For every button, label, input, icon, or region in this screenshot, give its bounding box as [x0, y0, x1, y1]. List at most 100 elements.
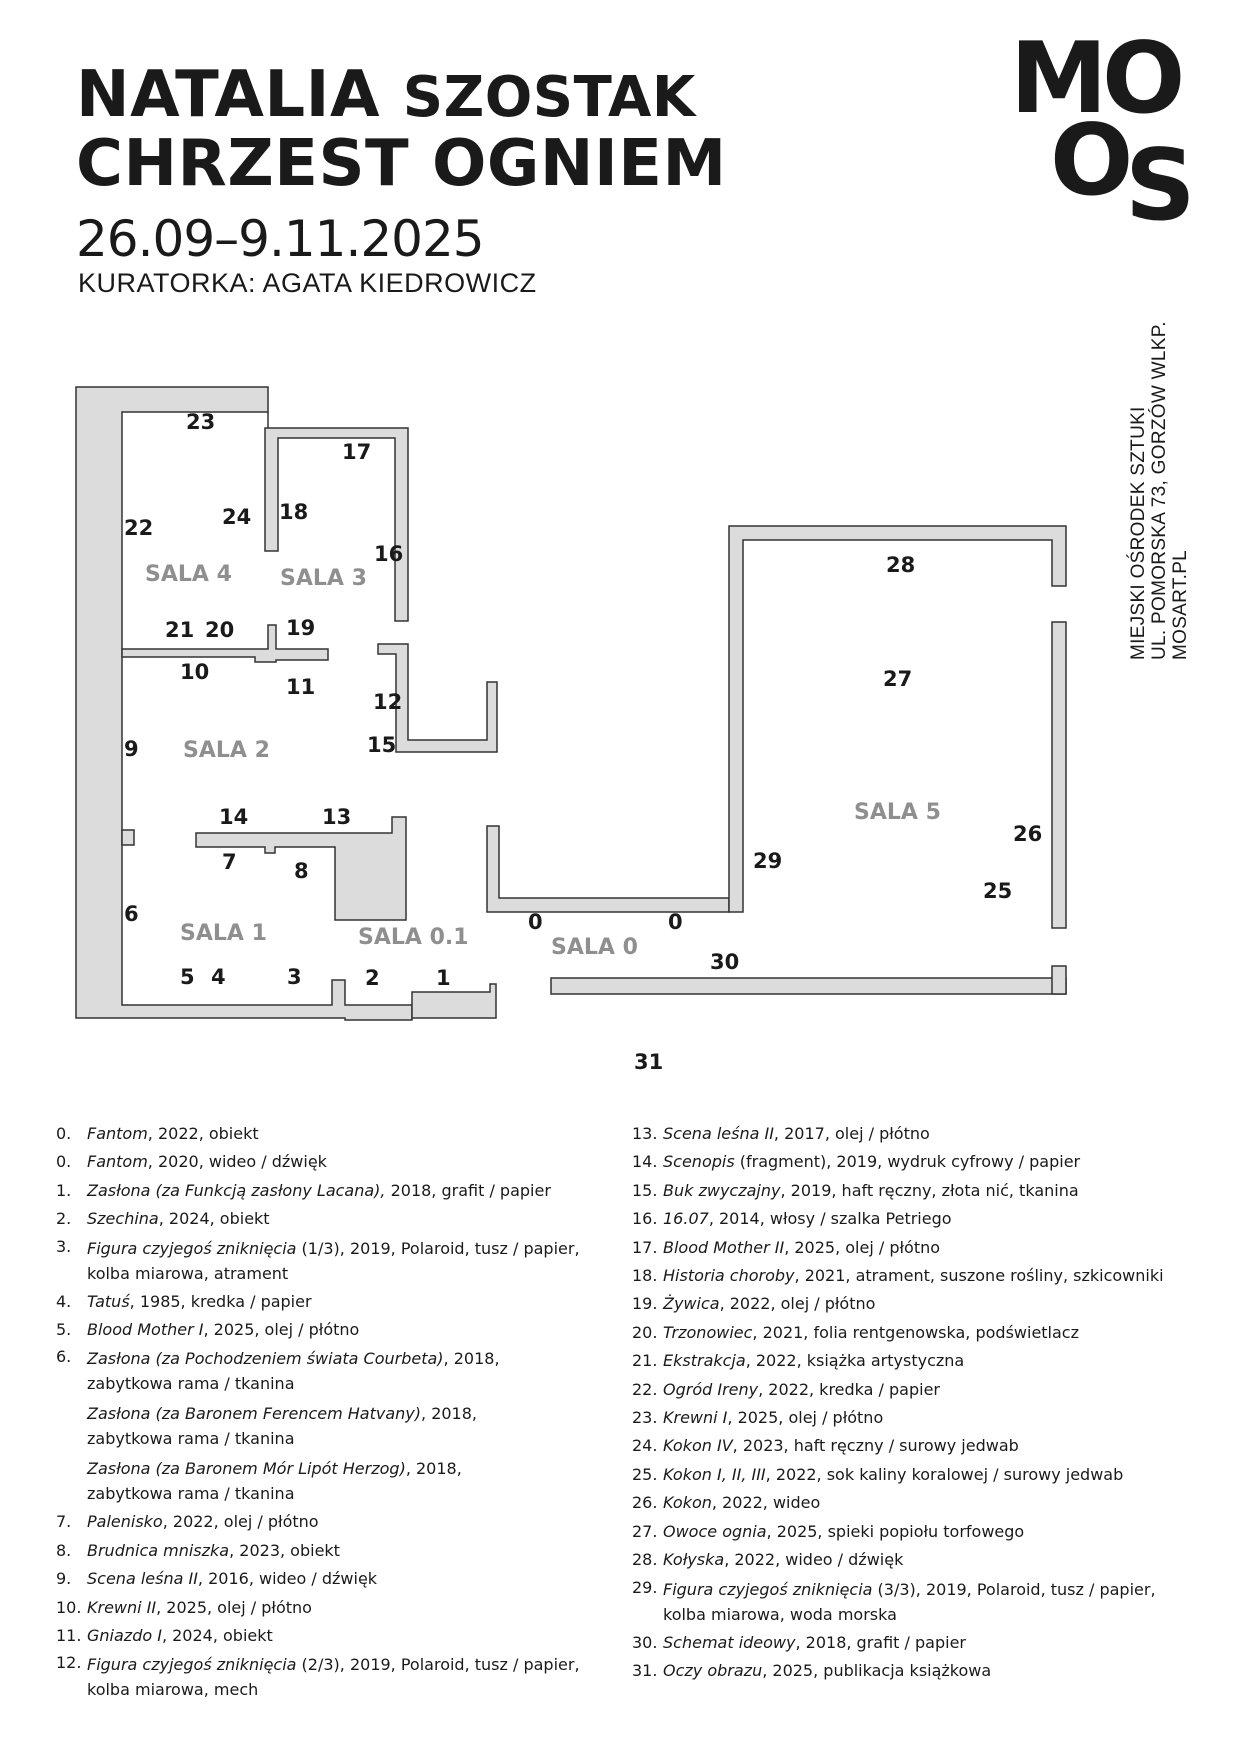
- wall-west: [75, 386, 413, 1021]
- list-item: Zasłona (za Baronem Ferencem Hatvany), 2…: [87, 1404, 477, 1449]
- floor-plan: SALA 4 SALA 3 SALA 2 SALA 1 SALA 0.1 SAL…: [75, 386, 1067, 1074]
- list-item: 29.Figura czyjegoś zniknięcia (3/3), 201…: [632, 1577, 1156, 1624]
- list-item: 8.Brudnica mniszka, 2023, obiekt: [56, 1540, 340, 1560]
- logo-letter-o2: O: [1050, 104, 1134, 218]
- list-item: 31.Oczy obrazu, 2025, publikacja książko…: [632, 1660, 992, 1680]
- artist-name: NATALIA SZOSTAK: [76, 62, 727, 131]
- list-item: 25.Kokon I, II, III, 2022, sok kaliny ko…: [632, 1464, 1124, 1484]
- plan-marker: 29: [753, 849, 783, 873]
- plan-marker: 2: [365, 966, 380, 990]
- plan-marker: 1: [436, 966, 451, 990]
- wall-sala5-east: [1051, 621, 1067, 929]
- list-item: 11.Gniazdo I, 2024, obiekt: [56, 1626, 273, 1646]
- room-label-sala5: SALA 5: [854, 800, 941, 825]
- wall-sala5-se: [1051, 965, 1067, 995]
- plan-marker: 13: [322, 805, 352, 829]
- room-label-sala2: SALA 2: [183, 738, 270, 763]
- plan-marker: 17: [342, 440, 372, 464]
- wall-sala5: [728, 525, 1067, 913]
- plan-marker: 19: [286, 616, 316, 640]
- wall-north-sala3: [264, 412, 409, 622]
- works-list-right: 13.Scena leśna II, 2017, olej / płótno 1…: [632, 1120, 1192, 1685]
- plan-marker: 3: [287, 965, 302, 989]
- plan-marker: 9: [124, 737, 139, 761]
- list-item: 7.Palenisko, 2022, olej / płótno: [56, 1512, 319, 1532]
- wall-bottom-01: [411, 983, 497, 1019]
- list-item: 5.Blood Mother I, 2025, olej / płótno: [56, 1320, 360, 1340]
- room-label-sala01: SALA 0.1: [358, 925, 469, 950]
- list-item: 3.Figura czyjegoś zniknięcia (1/3), 2019…: [56, 1236, 580, 1283]
- plan-marker: 6: [124, 902, 139, 926]
- exhibition-dates: 26.09–9.11.2025: [76, 210, 485, 268]
- plan-marker: 5: [180, 965, 195, 989]
- room-label-sala0: SALA 0: [551, 935, 638, 960]
- wall-corridor: [377, 643, 498, 753]
- plan-marker: 24: [222, 505, 252, 529]
- plan-marker: 10: [180, 660, 210, 684]
- plan-marker: 0: [528, 910, 543, 934]
- plan-marker: 23: [186, 410, 216, 434]
- list-item: 10.Krewni II, 2025, olej / płótno: [56, 1597, 312, 1617]
- list-item: 30.Schemat ideowy, 2018, grafit / papier: [632, 1632, 966, 1652]
- list-item: 0.Fantom, 2022, obiekt: [56, 1124, 259, 1143]
- plan-marker: 28: [886, 553, 916, 577]
- plan-marker: 4: [211, 965, 226, 989]
- list-item: 17.Blood Mother II, 2025, olej / płótno: [632, 1237, 941, 1257]
- plan-marker: 25: [983, 879, 1013, 903]
- list-item: 20.Trzonowiec, 2021, folia rentgenowska,…: [632, 1322, 1079, 1342]
- artist-last-name: SZOSTAK: [402, 65, 696, 130]
- plan-marker: 22: [124, 516, 154, 540]
- list-item: 15.Buk zwyczajny, 2019, haft ręczny, zło…: [632, 1180, 1079, 1200]
- plan-marker: 20: [205, 618, 235, 642]
- works-list-left: 0.Fantom, 2022, obiekt 0.Fantom, 2020, w…: [56, 1120, 616, 1704]
- logo-letter-o1: O: [1102, 22, 1186, 136]
- plan-marker: 11: [286, 675, 316, 699]
- list-item: 23.Krewni I, 2025, olej / płótno: [632, 1408, 884, 1428]
- list-item: 4.Tatuś, 1985, kredka / papier: [56, 1291, 312, 1311]
- list-item: 13.Scena leśna II, 2017, olej / płótno: [632, 1124, 930, 1143]
- plan-marker: 30: [710, 950, 740, 974]
- list-item: Zasłona (za Baronem Mór Lipót Herzog), 2…: [87, 1459, 462, 1504]
- logo-letter-s: S: [1125, 129, 1196, 243]
- list-item: 6.Zasłona (za Pochodzeniem świata Courbe…: [56, 1347, 500, 1394]
- room-label-sala3: SALA 3: [280, 566, 367, 591]
- curator-credit: KURATORKA: AGATA KIEDROWICZ: [78, 268, 537, 298]
- wall-partition-4-2: [121, 624, 329, 663]
- plan-marker: 0: [668, 910, 683, 934]
- room-label-sala4: SALA 4: [145, 562, 232, 587]
- list-item: 21.Ekstrakcja, 2022, książka artystyczna: [632, 1351, 965, 1371]
- plan-marker: 18: [279, 500, 309, 524]
- list-item: 9.Scena leśna II, 2016, wideo / dźwięk: [56, 1569, 378, 1589]
- plan-marker: 7: [222, 850, 237, 874]
- list-item: 27.Owoce ognia, 2025, spieki popiołu tor…: [632, 1521, 1025, 1541]
- logo-letter-m: M: [1010, 22, 1108, 136]
- list-item: 2.Szechina, 2024, obiekt: [56, 1209, 270, 1229]
- list-item: 1.Zasłona (za Funkcją zasłony Lacana), 2…: [56, 1180, 551, 1200]
- plan-marker: 31: [634, 1050, 664, 1074]
- list-item: 28.Kołyska, 2022, wideo / dźwięk: [632, 1550, 904, 1570]
- artist-first-name: NATALIA: [76, 58, 380, 132]
- list-item: 16.16.07, 2014, włosy / szalka Petriego: [632, 1209, 952, 1229]
- plan-marker: 27: [883, 667, 913, 691]
- list-item: 12.Figura czyjegoś zniknięcia (2/3), 201…: [56, 1653, 580, 1700]
- wall-central: [195, 816, 407, 921]
- room-label-sala1: SALA 1: [180, 921, 267, 946]
- list-item: 24.Kokon IV, 2023, haft ręczny / surowy …: [632, 1436, 1019, 1456]
- list-item: 22.Ogród Ireny, 2022, kredka / papier: [632, 1379, 940, 1399]
- exhibition-title: CHRZEST OGNIEM: [76, 127, 727, 201]
- mos-logo: M O O S: [1010, 22, 1210, 235]
- list-item: 26.Kokon, 2022, wideo: [632, 1493, 821, 1513]
- wall-sala0-lower: [486, 825, 730, 913]
- plan-marker: 8: [294, 859, 309, 883]
- plan-marker: 21: [165, 618, 195, 642]
- list-item: 14.Scenopis (fragment), 2019, wydruk cyf…: [632, 1152, 1081, 1172]
- wall-partition-2-1: [121, 829, 135, 846]
- list-item: 0.Fantom, 2020, wideo / dźwięk: [56, 1152, 327, 1172]
- plan-marker: 15: [367, 733, 397, 757]
- floor-plan-walls: [75, 386, 1067, 1021]
- plan-marker: 12: [373, 690, 403, 714]
- wall-sala5-south: [550, 977, 1067, 995]
- list-item: 19.Żywica, 2022, olej / płótno: [632, 1294, 876, 1314]
- plan-marker: 16: [374, 542, 404, 566]
- list-item: 18.Historia choroby, 2021, atrament, sus…: [632, 1266, 1164, 1286]
